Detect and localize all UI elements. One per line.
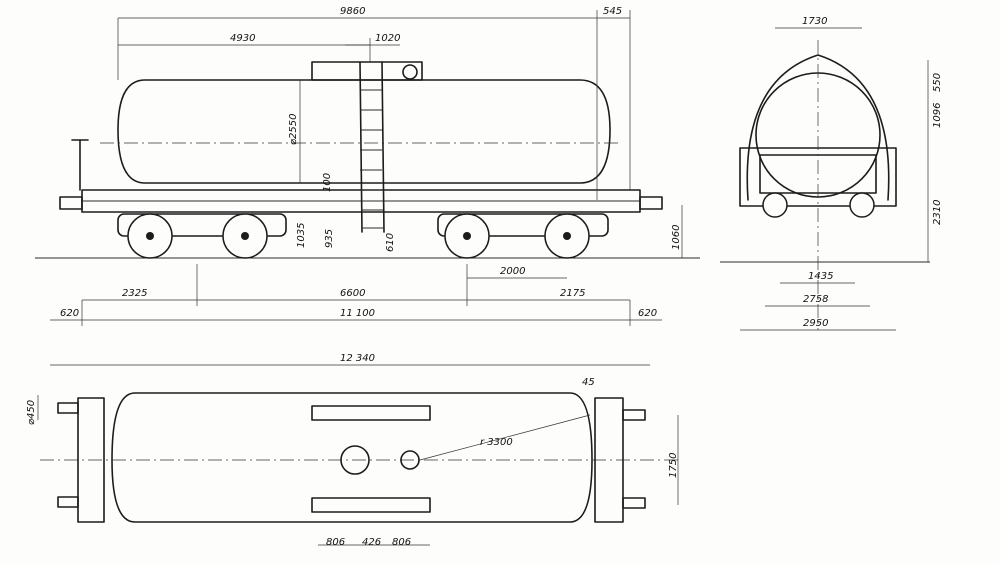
plan-walkway-bottom <box>311 497 431 513</box>
end-view: 1730 550 1096 2310 1435 2758 2950 <box>720 16 943 331</box>
tank-body <box>117 79 611 184</box>
bogie-left <box>117 213 287 237</box>
dim-1020: 1020 <box>375 33 400 44</box>
dome-lid <box>402 64 418 80</box>
dim-3300: r 3300 <box>480 437 513 448</box>
dim-1750: 1750 <box>668 453 679 478</box>
dim-4930: 4930 <box>230 33 255 44</box>
buffer-left <box>59 196 83 210</box>
dim-1435: 1435 <box>808 271 833 282</box>
plan-dome <box>340 445 370 475</box>
ladder-right <box>381 61 385 233</box>
dim-12340: 12 340 <box>340 353 375 364</box>
ladder-rungs <box>360 89 384 229</box>
plan-walkway-top <box>311 405 431 421</box>
dim-806-b: 806 <box>392 537 411 548</box>
dim-1035: 1035 <box>296 223 307 248</box>
dim-2325: 2325 <box>122 288 147 299</box>
bogie-right <box>437 213 609 237</box>
dim-1730: 1730 <box>802 16 827 27</box>
dim-450: ⌀450 <box>26 400 37 425</box>
dim-620-right: 620 <box>638 308 657 319</box>
plan-valve <box>400 450 420 470</box>
dim-2950: 2950 <box>803 318 828 329</box>
plan-buffer-tr <box>622 409 646 421</box>
plan-buffer-br <box>622 497 646 509</box>
dim-806-a: 806 <box>326 537 345 548</box>
dim-2550: ⌀2550 <box>288 114 299 145</box>
plan-tank <box>111 392 593 523</box>
dim-100: 100 <box>322 173 333 192</box>
dim-545: 545 <box>603 6 622 17</box>
dim-9860: 9860 <box>340 6 365 17</box>
dim-2310: 2310 <box>932 200 943 225</box>
end-wheel-left <box>762 192 788 218</box>
dim-610: 610 <box>385 233 396 252</box>
plan-end-left <box>77 397 105 523</box>
dim-1096: 1096 <box>932 103 943 128</box>
dim-935: 935 <box>324 229 335 248</box>
dim-2758: 2758 <box>803 294 828 305</box>
end-outline <box>746 54 890 201</box>
dim-426: 426 <box>362 537 381 548</box>
dim-1060: 1060 <box>671 225 682 250</box>
dim-6600: 6600 <box>340 288 365 299</box>
plan-end-right <box>594 397 624 523</box>
plan-view: 12 340 ⌀450 r 3300 45 1750 806 426 806 <box>26 353 680 548</box>
ladder-left <box>359 61 363 233</box>
dim-45: 45 <box>582 377 595 388</box>
dim-11100: 11 100 <box>340 308 375 319</box>
dim-550: 550 <box>932 73 943 92</box>
dim-2000: 2000 <box>500 266 525 277</box>
plan-buffer-bl <box>57 496 79 508</box>
buffer-right <box>639 196 663 210</box>
dome-platform <box>311 61 423 81</box>
dim-620-left: 620 <box>60 308 79 319</box>
end-wheel-right <box>849 192 875 218</box>
side-view: 9860 545 4930 1020 ⌀2550 100 1035 935 61… <box>35 6 700 326</box>
plan-buffer-tl <box>57 402 79 414</box>
dim-2175: 2175 <box>560 288 585 299</box>
